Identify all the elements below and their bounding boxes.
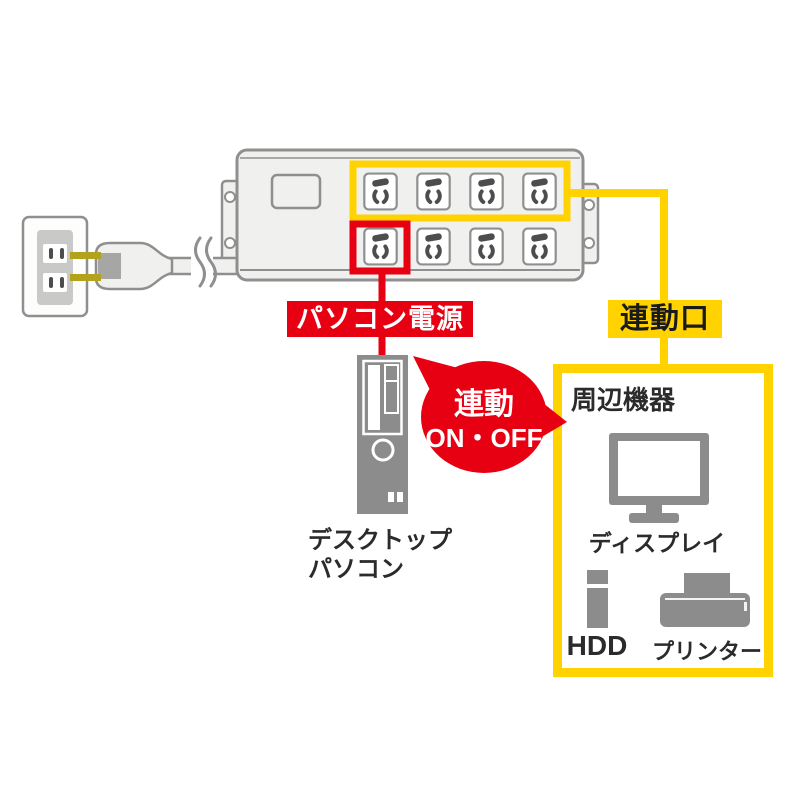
peripherals-title: 周辺機器 (571, 385, 676, 415)
outlet-icon-r1c1 (363, 172, 398, 211)
peripherals-box-border (553, 364, 773, 677)
bracket-hole-icon (583, 237, 595, 249)
outlet-icon-r2c3 (469, 227, 504, 266)
linked-onoff-bubble (413, 356, 567, 473)
outlet-icon-r1c2 (416, 172, 451, 211)
plug-prongs-icon (70, 252, 101, 281)
bubble-text-onoff: ON・OFF (425, 423, 543, 453)
hdd-icon (587, 570, 608, 628)
printer-icon (660, 573, 750, 627)
pc-power-button-icon (371, 438, 395, 462)
desktop-pc-label-line2: パソコン (308, 556, 404, 583)
outlet-icon-r1c4 (522, 172, 557, 211)
display-label: ディスプレイ (588, 530, 726, 556)
bracket-hole-icon (224, 191, 236, 203)
cable-break-icon (194, 236, 217, 288)
linked-port-label: 連動口 (608, 300, 722, 338)
printer-label: プリンター (652, 639, 763, 664)
power-plug-icon (70, 241, 174, 291)
hdd-label: HDD (566, 630, 628, 661)
outlet-icon-r2c1 (363, 227, 398, 266)
outlet-icon-r2c4 (522, 227, 557, 266)
pc-power-label: パソコン電源 (287, 301, 473, 337)
strip-name-plate (270, 173, 322, 210)
bubble-text-linked: 連動 (454, 388, 514, 421)
display-icon (609, 433, 709, 523)
outlet-icon-r2c2 (416, 227, 451, 266)
outlet-icon-r1c3 (469, 172, 504, 211)
desktop-pc-label-line1: デスクトップ (308, 527, 452, 554)
bracket-hole-icon (224, 237, 236, 249)
power-cable (168, 236, 242, 292)
bracket-hole-icon (583, 199, 595, 211)
wall-outlet-icon (21, 215, 89, 318)
desktop-pc-icon (357, 355, 408, 514)
